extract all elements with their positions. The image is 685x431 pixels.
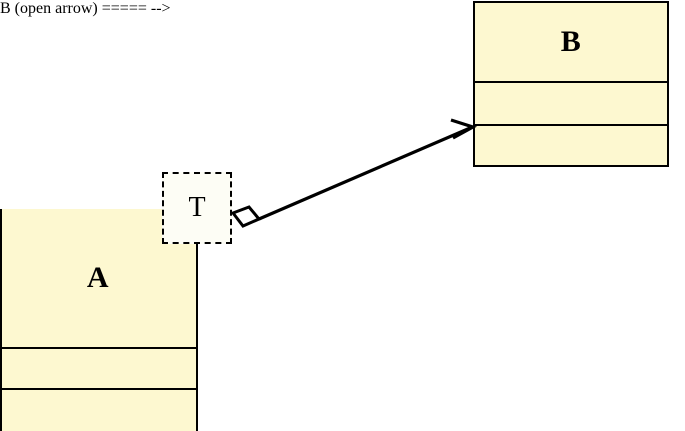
- uml-class-b[interactable]: B: [473, 1, 669, 167]
- aggregation-line: [258, 126, 471, 221]
- open-arrowhead-icon: [450, 118, 478, 140]
- uml-class-a-divider-attributes: [0, 347, 196, 349]
- uml-class-a-name-compartment: A: [0, 209, 196, 347]
- uml-class-a-divider-operations: [0, 388, 196, 390]
- open-diamond-icon: [230, 205, 262, 228]
- uml-class-a[interactable]: A: [0, 207, 198, 431]
- template-parameter-box[interactable]: T: [162, 172, 232, 244]
- uml-class-a-body: [0, 209, 198, 431]
- template-parameter-label: T: [188, 192, 206, 223]
- uml-class-b-divider-operations: [475, 124, 667, 126]
- uml-class-a-name: A: [86, 261, 110, 294]
- uml-class-b-name-compartment: B: [475, 3, 667, 81]
- uml-class-b-name: B: [560, 25, 582, 58]
- uml-class-b-divider-attributes: [475, 81, 667, 83]
